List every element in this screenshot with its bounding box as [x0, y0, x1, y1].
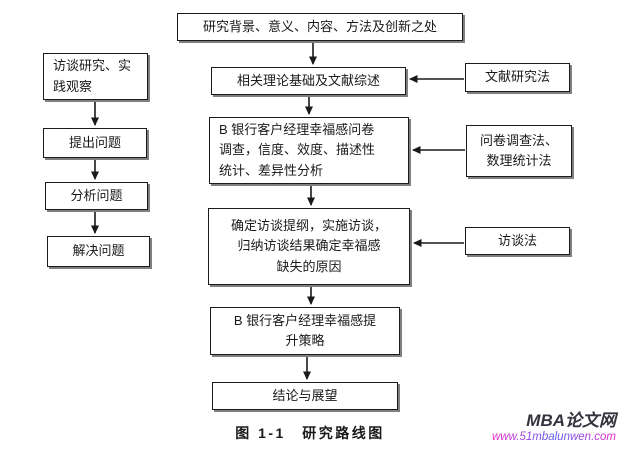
- watermark: MBA论文网 www.51mbalunwen.com: [492, 411, 616, 444]
- node-analyze-question: 分析问题: [45, 182, 148, 210]
- node-questionnaire-survey: B 银行客户经理幸福感问卷 调查，信度、效度、描述性 统计、差异性分析: [209, 117, 409, 184]
- node-promotion-strategy: B 银行客户经理幸福感提 升策略: [210, 307, 400, 355]
- node-questionnaire-statistics-method: 问卷调查法、 数理统计法: [466, 125, 572, 177]
- node-raise-question: 提出问题: [43, 128, 147, 158]
- node-theory-literature: 相关理论基础及文献综述: [211, 67, 406, 95]
- figure-caption: 图 1-1 研究路线图: [235, 425, 385, 441]
- node-interview-outline: 确定访谈提纲，实施访谈， 归纳访谈结果确定幸福感 缺失的原因: [208, 208, 410, 285]
- node-conclusion-outlook: 结论与展望: [212, 382, 398, 410]
- node-interview-observation: 访谈研究、实 践观察: [43, 53, 148, 100]
- watermark-site-url: www.51mbalunwen.com: [491, 430, 616, 443]
- node-literature-research-method: 文献研究法: [465, 63, 570, 92]
- watermark-site-name: MBA论文网: [526, 411, 616, 430]
- node-interview-method: 访谈法: [465, 227, 570, 255]
- node-research-background: 研究背景、意义、内容、方法及创新之处: [177, 13, 463, 41]
- node-solve-question: 解决问题: [47, 236, 150, 267]
